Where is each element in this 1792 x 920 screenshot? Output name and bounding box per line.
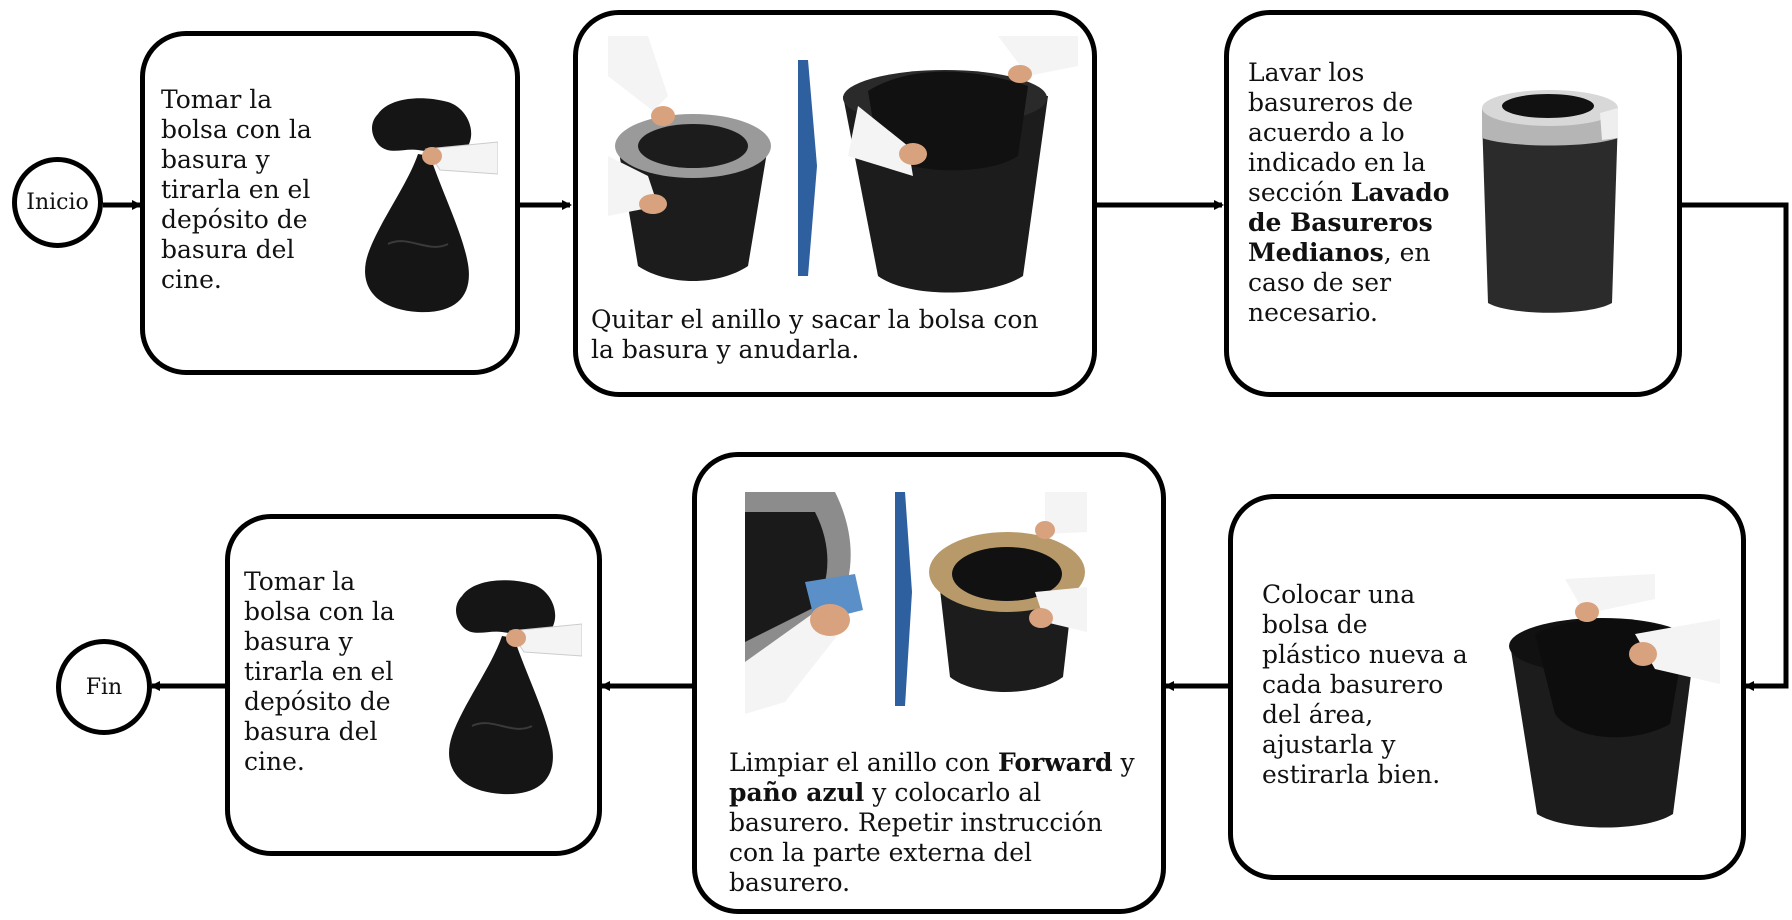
text-line: bolsa de — [1262, 610, 1368, 639]
arrow-step3-to-step4 — [1682, 202, 1789, 691]
text-segment: , en — [1383, 238, 1431, 267]
remove-ring-photo — [608, 36, 1078, 293]
text-line: del área, — [1262, 700, 1374, 729]
step-remove-ring-text: Quitar el anillo y sacar la bolsa con la… — [591, 305, 1039, 365]
text-segment: Limpiar el anillo con — [729, 748, 998, 777]
text-line: Limpiar el anillo con Forward y — [729, 748, 1135, 778]
text-segment: y colocarlo al — [864, 778, 1042, 807]
text-bold: paño azul — [729, 778, 865, 807]
trash-bag-photo — [365, 98, 498, 313]
new-bag-photo — [1509, 574, 1720, 828]
text-bold: Medianos — [1248, 238, 1384, 267]
step-new-bag-text: Colocar una bolsa de plástico nueva a ca… — [1262, 580, 1468, 790]
text-line: bolsa con la — [244, 597, 395, 626]
text-line: paño azul y colocarlo al — [729, 778, 1135, 808]
text-line: basura del — [161, 235, 295, 264]
text-bold: Lavado — [1350, 178, 1450, 207]
text-line: cada basurero — [1262, 670, 1444, 699]
text-line: caso de ser — [1248, 268, 1392, 297]
text-line: Lavar los — [1248, 58, 1365, 87]
start-label: Inicio — [26, 190, 89, 215]
text-line: depósito de — [161, 205, 308, 234]
text-line: la basura y anudarla. — [591, 335, 860, 364]
text-line: con la parte externa del — [729, 838, 1033, 867]
text-line: basureros de — [1248, 88, 1414, 117]
clean-ring-photo — [745, 492, 1087, 714]
step-take-bag-2-text: Tomar la bolsa con la basura y tirarla e… — [244, 567, 395, 777]
step-take-bag — [140, 31, 520, 375]
trash-bag-photo-2 — [449, 580, 582, 795]
text-segment: sección — [1248, 178, 1351, 207]
step-take-bag-text: Tomar la bolsa con la basura y tirarla e… — [161, 85, 312, 295]
text-line: ajustarla y — [1262, 730, 1396, 759]
text-bold: Forward — [997, 748, 1113, 777]
text-line: necesario. — [1248, 298, 1378, 327]
text-line: basurero. — [729, 868, 851, 897]
text-line: basurero. Repetir instrucción — [729, 808, 1103, 837]
text-line: tirarla en el — [161, 175, 311, 204]
end-label: Fin — [85, 674, 123, 700]
text-line: acuerdo a lo — [1248, 118, 1405, 147]
text-line: sección Lavado — [1248, 178, 1449, 208]
text-line: basura del — [244, 717, 378, 746]
text-line: indicado en la — [1248, 148, 1426, 177]
step-wash-text: Lavar los basureros de acuerdo a lo indi… — [1248, 58, 1449, 328]
text-line: bolsa con la — [161, 115, 312, 144]
text-line: basura y — [244, 627, 353, 656]
text-line: de Basureros — [1248, 208, 1449, 238]
text-line: tirarla en el — [244, 657, 394, 686]
text-line: Tomar la — [244, 567, 356, 596]
text-line: Medianos, en — [1248, 238, 1449, 268]
text-line: Colocar una — [1262, 580, 1416, 609]
text-line: depósito de — [244, 687, 391, 716]
text-line: Tomar la — [161, 85, 273, 114]
text-line: cine. — [161, 265, 222, 294]
text-line: plástico nueva a — [1262, 640, 1468, 669]
text-line: Quitar el anillo y sacar la bolsa con — [591, 305, 1039, 334]
step-take-bag-2 — [225, 514, 602, 856]
text-bold: de Basureros — [1248, 208, 1433, 237]
start-node: Inicio — [12, 157, 103, 248]
step-clean-ring-text: Limpiar el anillo con Forward y paño azu… — [729, 748, 1135, 898]
text-line: estirarla bien. — [1262, 760, 1441, 789]
text-segment: y — [1112, 748, 1135, 777]
text-line: cine. — [244, 747, 305, 776]
end-node: Fin — [56, 639, 152, 735]
clean-bin-photo — [1482, 90, 1618, 313]
text-line: basura y — [161, 145, 270, 174]
